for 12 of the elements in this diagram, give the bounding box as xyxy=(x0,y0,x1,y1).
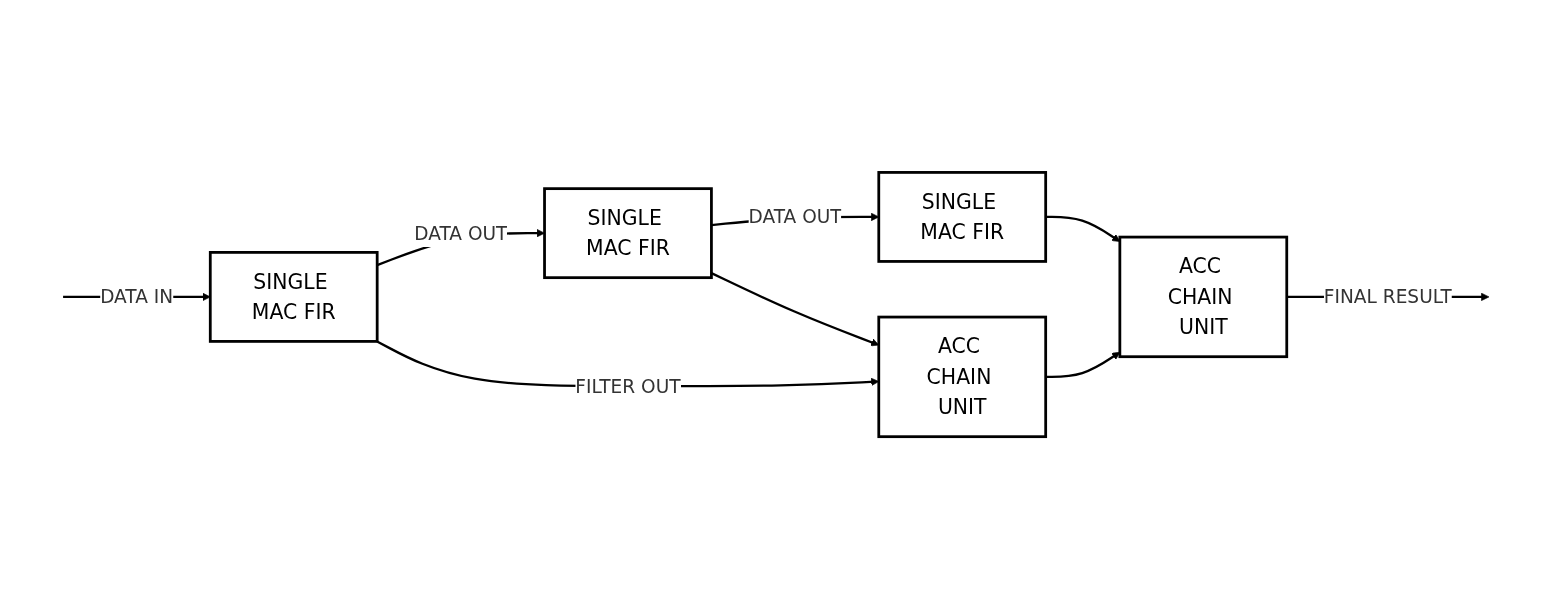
edge-label: DATA OUT xyxy=(414,222,508,245)
node-box: SINGLE MAC FIR xyxy=(877,171,1048,264)
node-box: SINGLE MAC FIR xyxy=(543,187,713,280)
node-box: ACC CHAIN UNIT xyxy=(1118,236,1289,359)
edge-label: DATA OUT xyxy=(748,206,842,229)
edge-label: DATA IN xyxy=(100,286,174,309)
node-box: SINGLE MAC FIR xyxy=(208,251,379,344)
arrow xyxy=(1045,216,1121,243)
arrow xyxy=(1045,352,1121,379)
edge-label: FINAL RESULT xyxy=(1323,286,1452,309)
edge-label: FILTER OUT xyxy=(575,375,681,398)
node-box: ACC CHAIN UNIT xyxy=(877,316,1048,439)
